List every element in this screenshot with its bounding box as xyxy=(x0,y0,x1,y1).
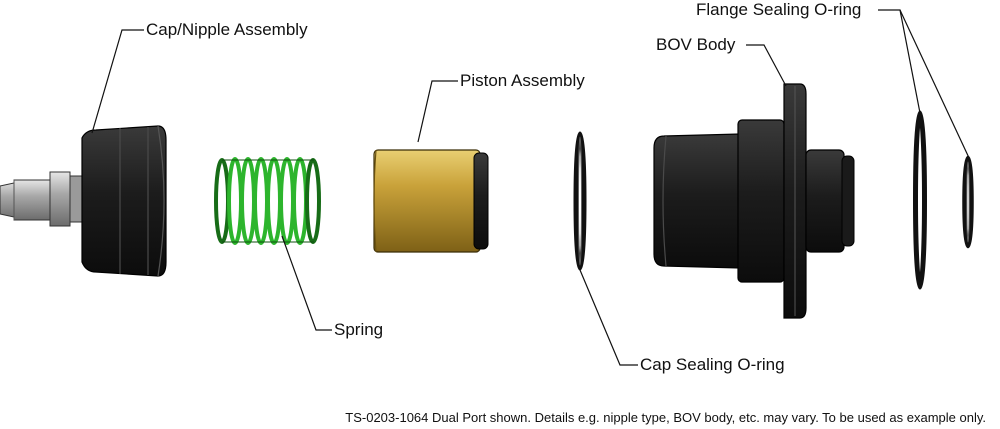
leader-flange-oring-1 xyxy=(878,9,921,114)
leader-piston xyxy=(417,80,458,143)
flange-sealing-orings xyxy=(913,110,974,290)
label-flange-sealing-oring: Flange Sealing O-ring xyxy=(696,0,862,19)
leader-bov-body xyxy=(746,44,787,87)
cap-sealing-oring xyxy=(573,131,587,271)
label-bov-body: BOV Body xyxy=(656,35,736,54)
label-spring: Spring xyxy=(334,320,384,339)
leader-cap-oring xyxy=(579,269,638,366)
bov-body xyxy=(653,83,855,319)
label-cap-nipple-assembly: Cap/Nipple Assembly xyxy=(146,20,308,39)
label-piston-assembly: Piston Assembly xyxy=(460,71,585,90)
cap-nipple-assembly xyxy=(0,125,167,277)
spring xyxy=(214,157,321,245)
leader-flange-oring-2 xyxy=(899,9,971,161)
leader-lines xyxy=(91,9,971,366)
label-cap-sealing-oring: Cap Sealing O-ring xyxy=(640,355,785,374)
leader-cap-nipple xyxy=(91,29,144,134)
piston-assembly xyxy=(373,149,489,253)
footnote-disclaimer: TS-0203-1064 Dual Port shown. Details e.… xyxy=(345,410,986,425)
leader-spring xyxy=(281,235,332,331)
